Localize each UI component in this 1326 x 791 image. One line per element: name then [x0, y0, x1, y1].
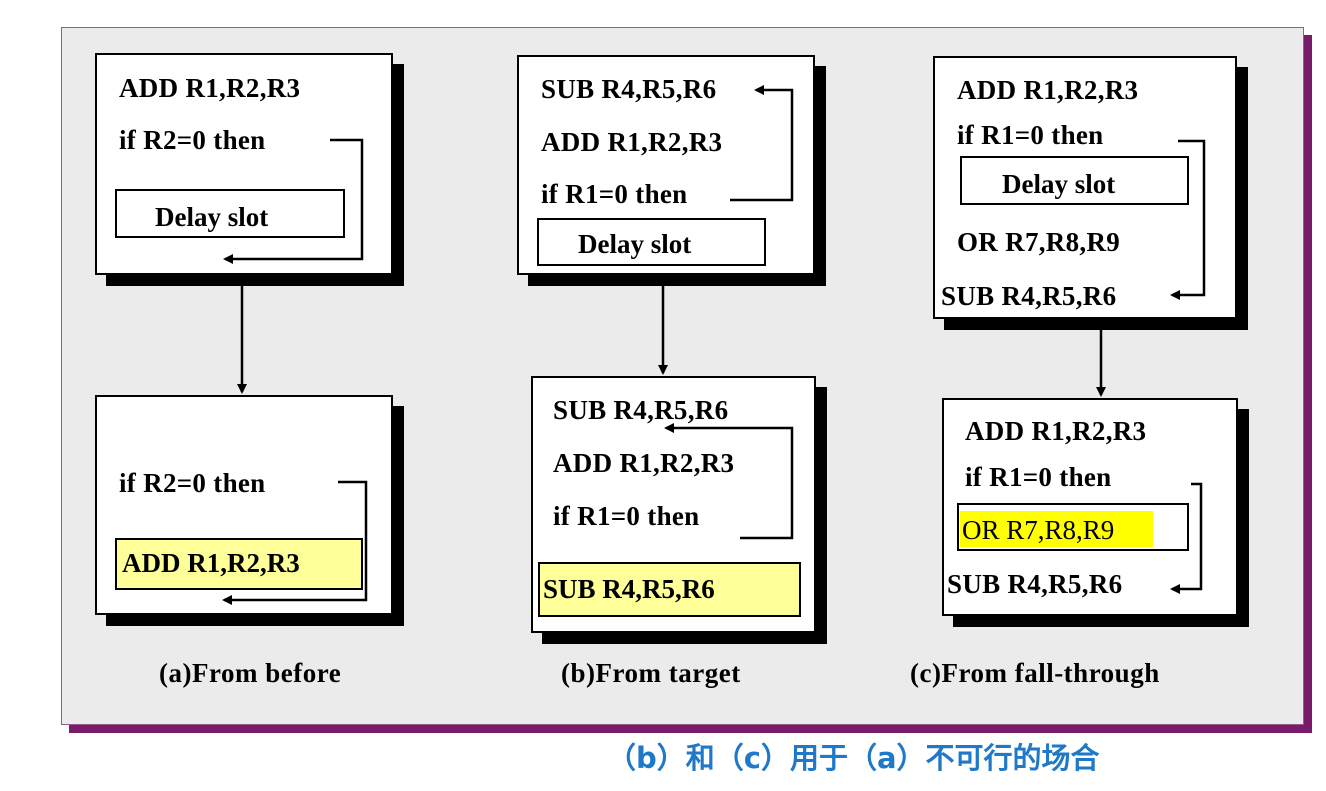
code-line: ADD R1,R2,R3	[957, 75, 1139, 105]
branch-line: if R1=0 then	[965, 462, 1112, 492]
filled-delay-slot	[538, 562, 801, 617]
delay-slot	[537, 218, 766, 266]
delay-slot-label: Delay slot	[155, 202, 269, 232]
branch-line: if R2=0 then	[119, 125, 266, 155]
caption-c: (c)From fall-through	[910, 658, 1160, 688]
code-line: OR R7,R8,R9	[957, 227, 1121, 257]
fallthrough-line: SUB R4,R5,R6	[941, 281, 1117, 311]
branch-arrow	[664, 423, 794, 540]
code-line: ADD R1,R2,R3	[553, 448, 735, 478]
branch-line: if R1=0 then	[541, 179, 688, 209]
delay-slot-label: Delay slot	[1002, 169, 1116, 199]
code-line: ADD R1,R2,R3	[119, 73, 301, 103]
code-line: ADD R1,R2,R3	[541, 127, 723, 157]
filled-delay-slot-label: ADD R1,R2,R3	[122, 548, 300, 578]
filled-delay-slot	[115, 538, 363, 590]
code-line: SUB R4,R5,R6	[553, 395, 729, 425]
branch-arrow	[1170, 139, 1206, 300]
target-line: SUB R4,R5,R6	[541, 74, 717, 104]
filled-delay-slot-label: SUB R4,R5,R6	[543, 574, 715, 604]
delay-slot-label: Delay slot	[578, 229, 692, 259]
branch-line: if R2=0 then	[119, 468, 266, 498]
caption-a: (a)From before	[159, 658, 342, 688]
filled-delay-slot-label: OR R7,R8,R9	[962, 515, 1115, 545]
branch-line: if R1=0 then	[553, 501, 700, 531]
branch-arrow	[1170, 482, 1203, 594]
code-line: ADD R1,R2,R3	[965, 416, 1147, 446]
caption-b: (b)From target	[561, 658, 741, 688]
delay-slot	[960, 156, 1189, 205]
delay-slot	[115, 189, 345, 238]
branch-line: if R1=0 then	[957, 120, 1104, 150]
slot-highlight	[960, 511, 1153, 547]
branch-arrow	[222, 480, 368, 605]
fallthrough-line: SUB R4,R5,R6	[947, 569, 1123, 599]
footnote: （b）和（c）用于（a）不可行的场合	[607, 741, 1100, 775]
branch-arrow	[730, 85, 794, 202]
box-a-top	[95, 53, 393, 275]
branch-arrow	[223, 138, 364, 264]
